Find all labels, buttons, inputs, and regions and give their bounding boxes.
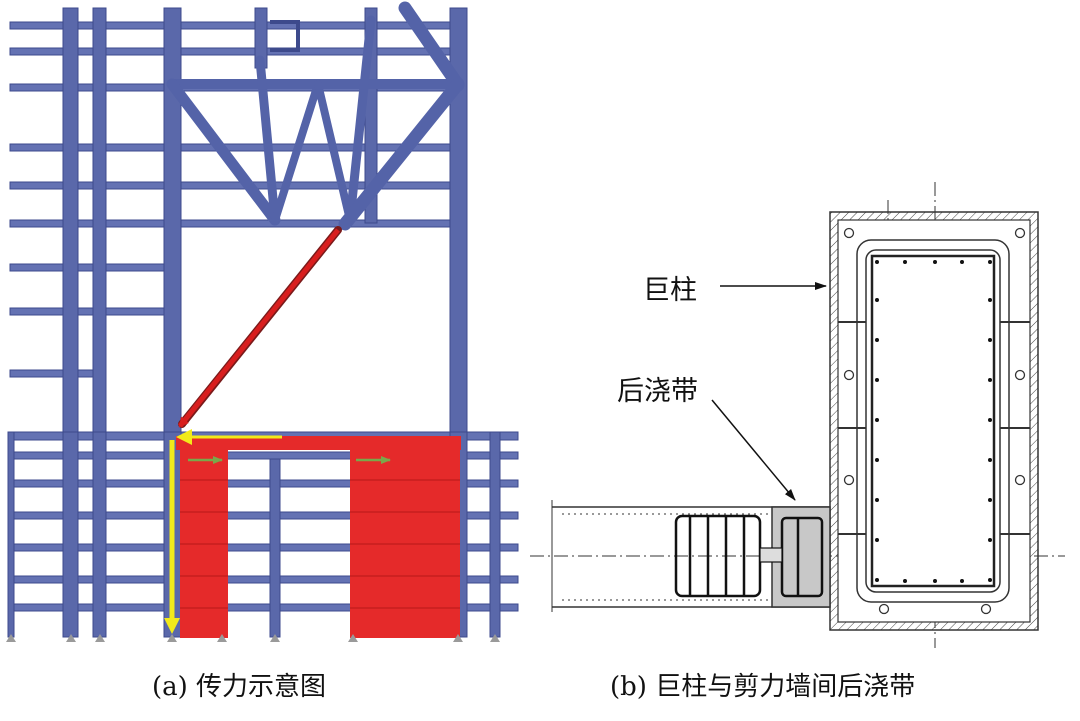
caption-panel-b: (b) 巨柱与剪力墙间后浇带 (610, 672, 916, 702)
caption-panel-a: (a) 传力示意图 (152, 672, 327, 702)
wall-joints (180, 479, 460, 609)
mega-column (829, 211, 1039, 631)
shear-wall-right (350, 448, 460, 638)
columns-upper (62, 7, 468, 434)
base-supports (6, 634, 500, 642)
load-path-arrow (178, 228, 340, 428)
rebar-dots (875, 260, 992, 583)
bolt-holes (843, 227, 1026, 615)
beam-hook (270, 20, 300, 52)
truss-members (166, 1, 465, 231)
shear-wall-left (180, 448, 228, 638)
stirrup-cage (674, 514, 824, 598)
transfer-beam (176, 436, 461, 450)
panel-a-structure (6, 1, 519, 642)
pointer-post-pour-strip (711, 399, 796, 501)
panel-b-detail (530, 182, 1065, 648)
stiffeners (838, 321, 1030, 535)
label-post-pour-strip: 后浇带 (617, 376, 698, 407)
label-mega-column: 巨柱 (643, 275, 697, 306)
